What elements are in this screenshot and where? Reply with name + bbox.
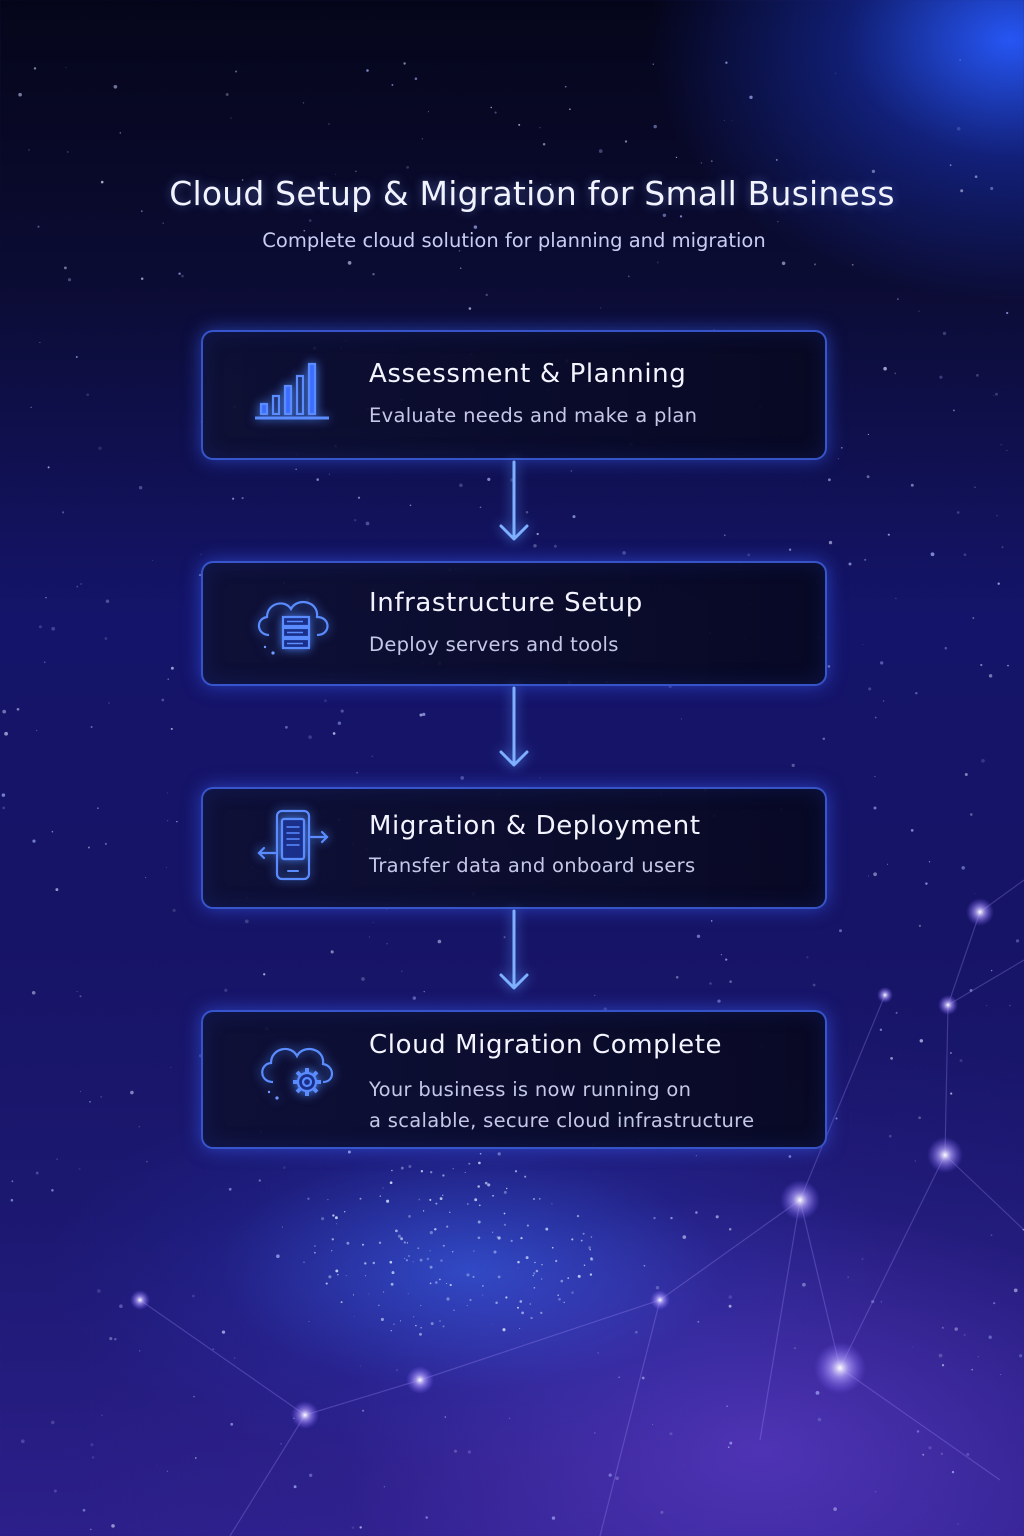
step-card-infrastructure: Infrastructure Setup Deploy servers and …: [201, 561, 827, 686]
flow-arrow: [496, 686, 532, 774]
step-heading: Assessment & Planning: [369, 359, 687, 389]
step-heading: Migration & Deployment: [369, 811, 701, 841]
step-description: Evaluate needs and make a plan: [369, 404, 698, 427]
bar-chart-icon: [247, 352, 339, 444]
mobile-transfer-icon: [247, 803, 339, 895]
step-description-line-1: Your business is now running on: [369, 1078, 692, 1101]
step-heading: Cloud Migration Complete: [369, 1030, 723, 1060]
network-lines: [139, 879, 1024, 1536]
flow-arrow: [496, 460, 532, 548]
step-card-migration: Migration & Deployment Transfer data and…: [201, 787, 827, 909]
step-description: Transfer data and onboard users: [369, 854, 696, 877]
step-card-complete: Cloud Migration Complete Your business i…: [201, 1010, 827, 1149]
network-nodes: [130, 898, 994, 1429]
cloud-gear-icon: [247, 1030, 339, 1122]
step-heading: Infrastructure Setup: [369, 588, 643, 618]
step-card-assessment: Assessment & Planning Evaluate needs and…: [201, 330, 827, 460]
cloud-server-icon: [247, 579, 339, 671]
step-description: Deploy servers and tools: [369, 633, 619, 656]
page-title: Cloud Setup & Migration for Small Busine…: [169, 174, 895, 213]
page-subtitle: Complete cloud solution for planning and…: [262, 229, 766, 252]
step-description-line-2: a scalable, secure cloud infrastructure: [369, 1109, 755, 1132]
flow-arrow: [496, 909, 532, 997]
